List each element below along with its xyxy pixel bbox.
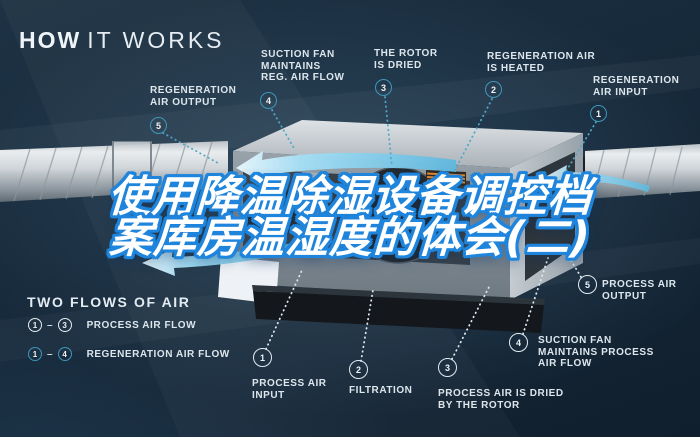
label-line: REG. AIR FLOW (261, 72, 345, 83)
regeneration-leader-lines (162, 96, 597, 174)
legend-label: PROCESS AIR FLOW (86, 319, 197, 331)
label-filtration: FILTRATION (349, 385, 412, 397)
step-badge-process-1: 1 (253, 348, 272, 367)
label-line: IS DRIED (374, 59, 422, 71)
suction-fan (245, 185, 299, 239)
left-duct (0, 141, 228, 202)
step-number: 1 (259, 352, 265, 363)
label-line: AIR INPUT (593, 86, 648, 98)
label-line: PROCESS AIR (602, 279, 677, 290)
step-number: 4 (62, 349, 67, 359)
label-rotor-is-dried: THE ROTOR IS DRIED (374, 48, 438, 71)
label-process-air-input: PROCESS AIR INPUT (252, 378, 327, 401)
label-line: OUTPUT (602, 290, 647, 302)
label-regeneration-air-input: REGENERATION AIR INPUT (593, 75, 679, 98)
legend-range-dash: – (47, 319, 53, 331)
step-number: 5 (155, 120, 161, 131)
label-line: SUCTION FAN (538, 335, 612, 346)
step-badge-regen-3: 3 (375, 79, 392, 96)
label-line: IS HEATED (487, 62, 545, 74)
legend-badge-to: 3 (57, 318, 72, 332)
airflow-arrows (142, 151, 650, 276)
label-line: THE ROTOR (374, 48, 438, 59)
label-line: AIR OUTPUT (150, 96, 217, 108)
headline-line2: 案库房温湿度的体会(二) (108, 213, 592, 263)
step-number: 5 (584, 279, 590, 290)
label-line: FILTRATION (349, 385, 413, 396)
airflow-arrow-left-duct (236, 151, 456, 184)
step-number: 4 (515, 337, 521, 348)
step-badge-regen-2: 2 (485, 81, 502, 98)
step-badge-process-2: 2 (349, 360, 368, 379)
step-number: 3 (62, 320, 67, 330)
legend-heading: TWO FLOWS OF AIR (27, 294, 191, 310)
legend-badge-from: 1 (28, 318, 42, 332)
step-number: 1 (595, 108, 601, 119)
step-badge-regen-4: 4 (260, 92, 277, 109)
step-badge-process-5: 5 (578, 275, 597, 294)
headline-line1: 使用降温除湿设备调控档 (106, 172, 594, 222)
step-number: 1 (32, 320, 38, 330)
title-bold-word: HOW (19, 27, 82, 53)
label-line: AIR FLOW (538, 358, 592, 369)
step-badge-process-3: 3 (438, 358, 457, 377)
airflow-arrow-bottom-left (142, 243, 295, 276)
label-line: MAINTAINS (261, 60, 321, 72)
step-number: 2 (355, 364, 361, 375)
label-regeneration-air-heated: REGENERATION AIR IS HEATED (487, 51, 595, 74)
label-line: PROCESS AIR (252, 378, 327, 389)
step-number: 1 (32, 349, 38, 359)
legend-regeneration-air-flow: 1 – 4 REGENERATION AIR FLOW (28, 347, 230, 361)
process-leader-lines (265, 251, 582, 362)
step-number: 4 (265, 95, 271, 106)
label-line: INPUT (252, 389, 285, 401)
step-number: 3 (380, 82, 386, 93)
step-number: 2 (490, 84, 496, 95)
headline-overlay: 使用降温除湿设备调控档 案库房温湿度的体会(二) (0, 172, 700, 263)
label-line: BY THE ROTOR (438, 399, 520, 411)
step-badge-regen-1: 1 (590, 105, 607, 122)
label-process-air-dried: PROCESS AIR IS DRIED BY THE ROTOR (438, 388, 564, 411)
step-badge-regen-5: 5 (150, 117, 167, 134)
label-line: REGENERATION AIR (487, 51, 596, 62)
legend-process-air-flow: 1 – 3 PROCESS AIR FLOW (28, 318, 196, 332)
label-line: REGENERATION (593, 75, 680, 86)
leader-lines (162, 96, 597, 362)
unit-base (253, 291, 544, 333)
label-line: SUCTION FAN (261, 49, 335, 60)
dehumidifier-unit (218, 120, 583, 333)
step-badge-process-4: 4 (509, 333, 528, 352)
legend-label: REGENERATION AIR FLOW (86, 348, 230, 360)
step-number: 3 (444, 362, 450, 373)
label-regeneration-air-output: REGENERATION AIR OUTPUT (150, 85, 236, 108)
heater-grid (426, 170, 466, 186)
airflow-arrow-right-inlet (545, 165, 650, 192)
label-line: MAINTAINS PROCESS (538, 346, 654, 358)
legend-badge-to: 4 (57, 347, 72, 361)
label-line: PROCESS AIR IS DRIED (438, 388, 564, 399)
label-line: REGENERATION (150, 85, 237, 96)
title-light-words: IT WORKS (87, 27, 225, 53)
label-suction-fan-reg: SUCTION FAN MAINTAINS REG. AIR FLOW (261, 49, 344, 84)
label-suction-fan-process: SUCTION FAN MAINTAINS PROCESS AIR FLOW (538, 335, 654, 370)
legend-range-dash: – (47, 348, 53, 360)
label-process-air-output: PROCESS AIR OUTPUT (602, 279, 677, 302)
legend-badge-from: 1 (28, 347, 42, 361)
